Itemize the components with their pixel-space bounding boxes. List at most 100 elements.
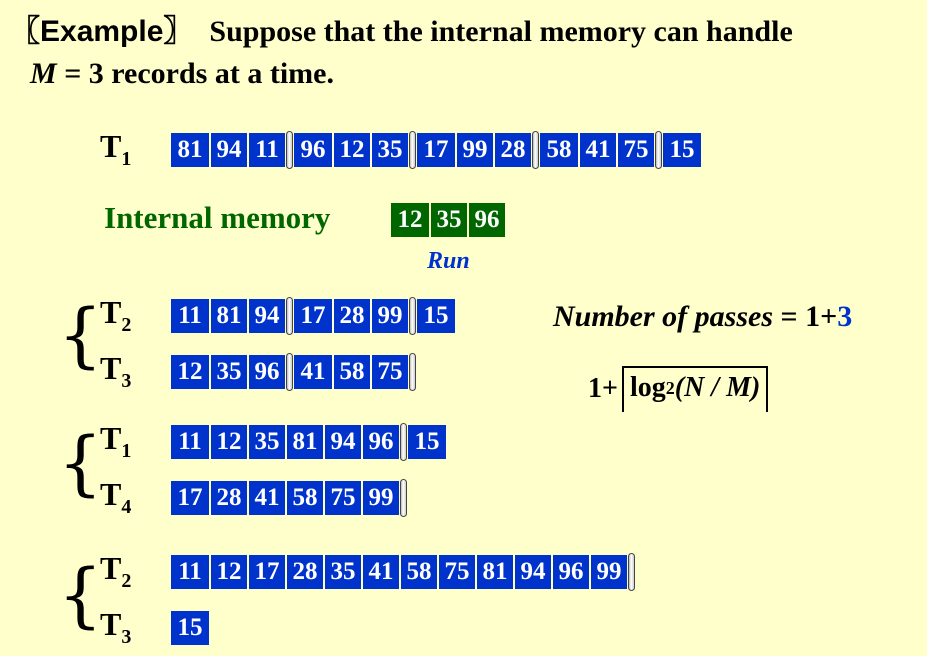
record-cell: 28 xyxy=(332,299,370,333)
formula-prefix: 1+ xyxy=(588,373,618,404)
tape-label-t1-initial: T1 xyxy=(100,128,132,170)
record-cell: 41 xyxy=(247,481,285,515)
run-separator xyxy=(532,131,539,169)
record-cell: 11 xyxy=(171,555,209,589)
run-separator xyxy=(409,131,416,169)
record-cell: 12 xyxy=(209,425,247,459)
brace-pass3: { xyxy=(58,554,103,636)
record-cell: 58 xyxy=(332,355,370,389)
title-line2-rest: = 3 records at a time. xyxy=(56,57,334,90)
run-separator xyxy=(400,423,407,461)
record-cell: 94 xyxy=(323,425,361,459)
record-cell: 58 xyxy=(399,555,437,589)
tape-label-t4-pass2: T4 xyxy=(100,476,132,518)
record-cell: 99 xyxy=(361,481,399,515)
record-cell: 17 xyxy=(247,555,285,589)
record-cell: 28 xyxy=(493,133,531,167)
record-cell: 35 xyxy=(247,425,285,459)
record-cell: 17 xyxy=(417,133,455,167)
record-cell: 99 xyxy=(370,299,408,333)
record-cell: 75 xyxy=(437,555,475,589)
tape-label-t2-pass1: T2 xyxy=(100,294,132,336)
memory-cell: 35 xyxy=(429,203,467,237)
record-cell: 28 xyxy=(209,481,247,515)
record-cell: 94 xyxy=(513,555,551,589)
memory-cell: 96 xyxy=(467,203,505,237)
record-cell: 81 xyxy=(475,555,513,589)
brace-pass2: { xyxy=(58,422,103,504)
run-separator xyxy=(409,297,416,335)
record-cell: 96 xyxy=(551,555,589,589)
record-cell: 96 xyxy=(247,355,285,389)
slide-title: 〖Example〗 Suppose that the internal memor… xyxy=(10,14,793,50)
record-cell: 11 xyxy=(171,299,209,333)
run-separator xyxy=(400,479,407,517)
run-separator xyxy=(286,297,293,335)
formula-arg: (N / M) xyxy=(674,372,761,403)
record-cell: 75 xyxy=(323,481,361,515)
record-cell: 58 xyxy=(285,481,323,515)
record-cell: 11 xyxy=(247,133,285,167)
tape-t3-pass3: 15 xyxy=(171,611,209,645)
record-cell: 28 xyxy=(285,555,323,589)
record-cell: 17 xyxy=(171,481,209,515)
tape-label-t3-pass3: T3 xyxy=(100,606,132,648)
tape-label-t1-pass2: T1 xyxy=(100,420,132,462)
run-separator xyxy=(286,353,293,391)
record-cell: 12 xyxy=(171,355,209,389)
brace-pass1: { xyxy=(58,294,103,376)
record-cell: 12 xyxy=(332,133,370,167)
record-cell: 17 xyxy=(294,299,332,333)
record-cell: 99 xyxy=(455,133,493,167)
tape-label-t2-pass3: T2 xyxy=(100,550,132,592)
record-cell: 41 xyxy=(578,133,616,167)
formula-log: log xyxy=(629,372,666,403)
run-separator xyxy=(286,131,293,169)
run-separator xyxy=(655,131,662,169)
record-cell: 41 xyxy=(294,355,332,389)
record-cell: 81 xyxy=(171,133,209,167)
run-separator xyxy=(409,353,416,391)
record-cell: 96 xyxy=(294,133,332,167)
record-cell: 35 xyxy=(209,355,247,389)
passes-highlight: 3 xyxy=(837,300,853,333)
passes-label: Number of passes xyxy=(553,300,774,333)
record-cell: 96 xyxy=(361,425,399,459)
record-cell: 41 xyxy=(361,555,399,589)
internal-memory-label: Internal memory xyxy=(104,200,331,235)
example-tag: 〖Example〗 xyxy=(10,15,194,48)
run-label: Run xyxy=(427,248,470,274)
record-cell: 11 xyxy=(171,425,209,459)
record-cell: 35 xyxy=(370,133,408,167)
title-text: Suppose that the internal memory can han… xyxy=(209,15,793,48)
record-cell: 75 xyxy=(616,133,654,167)
passes-equals: = 1+ xyxy=(773,300,838,333)
number-of-passes: Number of passes = 1+3 xyxy=(553,300,852,334)
record-cell: 15 xyxy=(663,133,701,167)
record-cell: 15 xyxy=(417,299,455,333)
record-cell: 99 xyxy=(589,555,627,589)
tape-label-t3-pass1: T3 xyxy=(100,350,132,392)
record-cell: 35 xyxy=(323,555,361,589)
record-cell: 15 xyxy=(171,611,209,645)
record-cell: 94 xyxy=(209,133,247,167)
record-cell: 15 xyxy=(408,425,446,459)
record-cell: 81 xyxy=(285,425,323,459)
formula-base: 2 xyxy=(665,377,675,398)
record-cell: 94 xyxy=(247,299,285,333)
record-cell: 12 xyxy=(209,555,247,589)
record-cell: 75 xyxy=(370,355,408,389)
run-separator xyxy=(628,553,635,591)
title-var-m: M xyxy=(30,57,57,90)
memory-cell: 12 xyxy=(391,203,429,237)
slide-title-line2: M = 3 records at a time. xyxy=(30,56,334,92)
